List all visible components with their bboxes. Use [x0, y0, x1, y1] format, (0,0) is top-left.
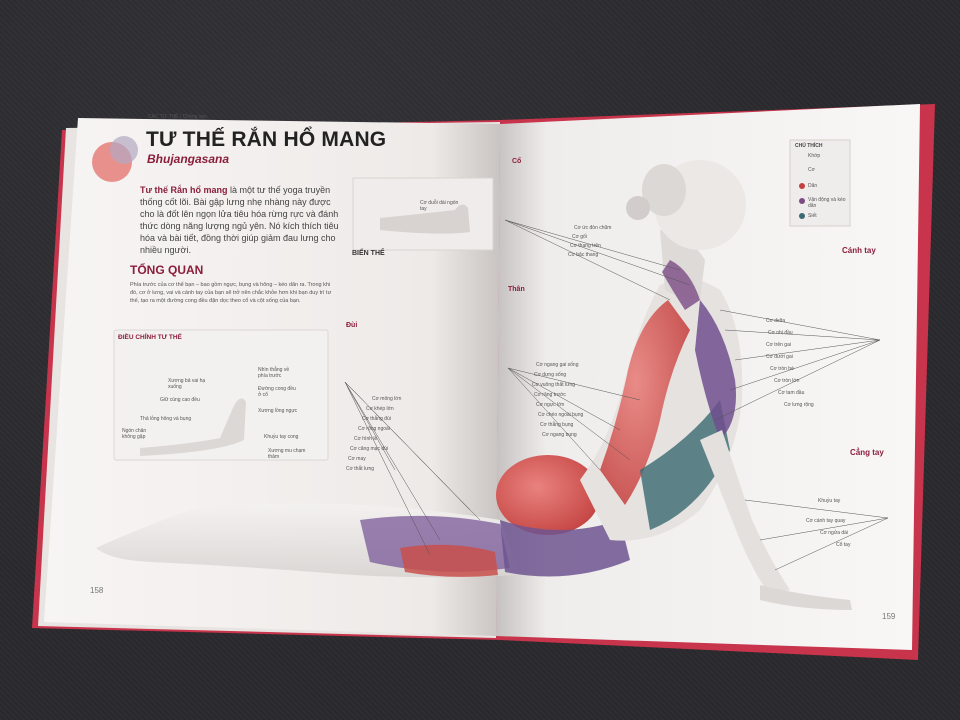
hip-label-5: Cơ căng mạc đùi: [350, 446, 389, 452]
arm-label-4: Cơ tròn bé: [770, 366, 794, 372]
overview-heading: TỔNG QUAN: [130, 263, 204, 277]
trunk-label-7: Cơ ngang bụng: [542, 432, 577, 438]
hip-label-2: Cơ thẳng đùi: [362, 416, 391, 422]
adjust-label-3: Giữ cùng cao đều: [160, 397, 200, 403]
hip-label-3: Cơ rộng ngoài: [358, 426, 390, 432]
page-subtitle: Bhujangasana: [147, 152, 230, 166]
adjust-label-2: Đường cong đều ở cổ: [258, 386, 296, 398]
page-title: TƯ THẾ RẮN HỔ MANG: [146, 128, 387, 151]
trunk-label-0: Cơ ngang gai sống: [536, 362, 579, 368]
hip-heading: Đùi: [346, 322, 358, 329]
page-number-left: 158: [90, 586, 104, 595]
forearm-label-1: Cơ cánh tay quay: [806, 518, 846, 524]
forearm-heading: Cẳng tay: [850, 448, 884, 457]
adjust-box: [113, 329, 329, 461]
leader-lines-trunk: [507, 367, 641, 471]
adjust-label-7: Ngón chân không gập: [122, 428, 147, 440]
arm-label-0: Cơ delta: [766, 318, 786, 324]
trunk-label-5: Cơ chéo ngoài bụng: [538, 412, 584, 418]
neck-heading: Cổ: [512, 158, 522, 165]
hip-label-4: Cơ hình lê: [354, 436, 378, 442]
hip-label-7: Cơ thắt lưng: [346, 466, 375, 472]
variant-label: Cơ duỗi dài ngón tay: [420, 200, 459, 212]
arm-label-6: Cơ tam đầu: [778, 390, 805, 396]
neck-label-2: Cơ thang trên: [570, 243, 601, 249]
adjust-label-8: Xương mu chạm thảm: [268, 448, 306, 460]
gluteus-figure: [496, 455, 600, 535]
adjust-label-6: Khuỷu tay cong: [264, 434, 299, 440]
adjust-label-5: Thả lỏng hông và bụng: [140, 416, 192, 422]
legend-item-1: Cơ: [808, 167, 815, 173]
trunk-label-4: Cơ ngực lớn: [536, 402, 565, 408]
intro-paragraph: Tư thế Rắn hổ mang là một tư thế yoga tr…: [140, 184, 345, 256]
adjust-heading: ĐIỀU CHỈNH TƯ THẾ: [118, 334, 182, 341]
trunk-label-3: Cơ răng trước: [534, 392, 566, 398]
trunk-heading: Thân: [508, 286, 525, 293]
intro-bold: Tư thế Rắn hổ mang: [140, 185, 228, 195]
trunk-label-6: Cơ thẳng bụng: [540, 422, 574, 428]
intro-text: là một tư thế yoga truyền thống cốt lõi.…: [140, 185, 339, 255]
arm-label-5: Cơ tròn lớn: [774, 378, 800, 384]
trunk-label-2: Cơ vuông thắt lưng: [532, 382, 576, 388]
overview-text: Phía trước của cơ thể bạn – bao gồm ngực…: [130, 282, 332, 304]
legend-item-3: Vận động và kéo dãn: [808, 197, 846, 209]
leader-lines-neck: [504, 219, 691, 301]
leader-lines-forearm: [744, 499, 889, 571]
page-number-right: 159: [882, 612, 896, 621]
hip-label-6: Cơ may: [348, 456, 366, 462]
legend-item-4: Siết: [808, 213, 817, 219]
arm-figure: [700, 430, 790, 595]
arm-label-7: Cơ lưng rộng: [784, 402, 814, 408]
neck-label-1: Cơ gối: [572, 234, 587, 240]
arm-label-3: Cơ dưới gai: [766, 354, 793, 360]
legend-box: [789, 139, 851, 227]
adjust-label-0: Nhìn thẳng về phía trước: [258, 367, 290, 379]
neck-label-0: Cơ ức đòn chũm: [574, 225, 612, 231]
legend-item-2: Dãn: [808, 183, 818, 189]
arm-label-2: Cơ trên gai: [766, 342, 791, 348]
forearm-label-0: Khuỷu tay: [818, 498, 841, 504]
arm-label-1: Cơ nhị đầu: [768, 330, 793, 336]
hip-label-0: Cơ mông lớn: [372, 396, 402, 402]
variant-heading: BIẾN THỂ: [352, 250, 385, 257]
legend-title: CHÚ THÍCH: [795, 143, 823, 149]
hip-label-1: Cơ khép lớn: [366, 406, 394, 412]
adjust-label-1: Xương bả vai hạ xuống: [168, 378, 206, 390]
neck-label-3: Cơ bậc thang: [568, 252, 599, 258]
leader-lines-thigh: [344, 381, 481, 556]
arm-heading: Cánh tay: [842, 246, 876, 255]
running-header: CÁC TƯ THẾ / Chống xen: [148, 114, 207, 120]
leader-lines-arm: [714, 309, 881, 421]
forearm-label-2: Cơ ngửa dài: [820, 530, 849, 536]
forearm-label-3: Cổ tay: [836, 542, 851, 548]
legend-item-0: Khớp: [808, 153, 821, 159]
trunk-label-1: Cơ dựng sống: [534, 372, 567, 378]
adjust-label-4: Xương lồng ngực: [258, 408, 298, 414]
